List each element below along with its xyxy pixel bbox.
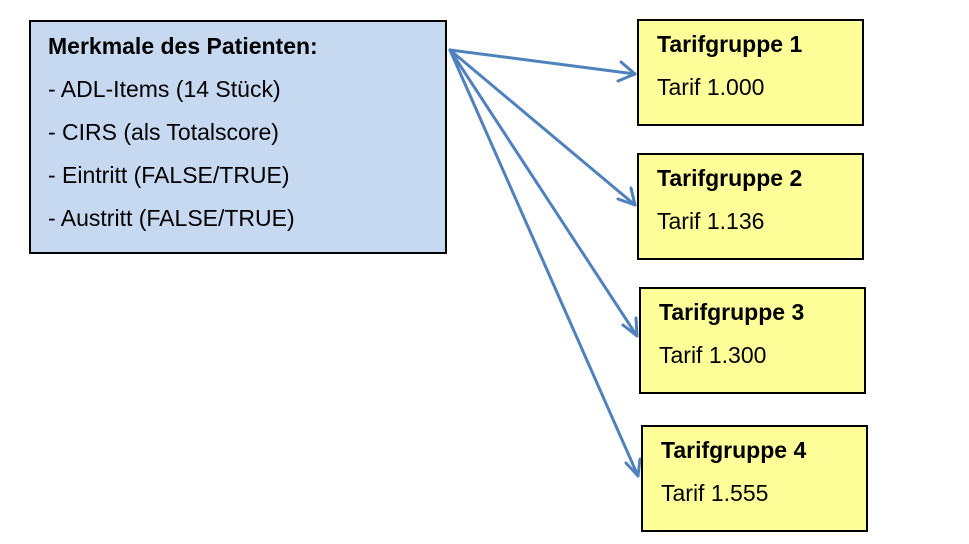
arrow-to-group-3: [448, 48, 639, 338]
arrow-to-group-4: [448, 48, 640, 478]
tarif-group-4-value: Tarif 1.555: [661, 480, 769, 506]
tarif-group-1-box: Tarifgruppe 1 Tarif 1.000: [637, 19, 864, 126]
arrowhead-group-1: [616, 60, 637, 83]
patient-feature-eintritt: - Eintritt (FALSE/TRUE): [48, 162, 290, 188]
tarif-group-3-box: Tarifgruppe 3 Tarif 1.300: [639, 287, 866, 394]
arrow-to-group-2: [448, 48, 637, 207]
patient-feature-adl: - ADL-Items (14 Stück): [48, 76, 281, 102]
tarif-group-3-title: Tarifgruppe 3: [659, 299, 805, 325]
arrowhead-group-2: [616, 186, 637, 207]
arrowhead-group-3: [621, 316, 639, 338]
tarif-group-4-title: Tarifgruppe 4: [661, 437, 807, 463]
patient-feature-austritt: - Austritt (FALSE/TRUE): [48, 205, 295, 231]
tarif-group-2-title: Tarifgruppe 2: [657, 165, 803, 191]
tarif-group-1-title: Tarifgruppe 1: [657, 31, 803, 57]
tarif-group-2-value: Tarif 1.136: [657, 208, 765, 234]
tarif-group-3-value: Tarif 1.300: [659, 342, 767, 368]
tarif-group-1-value: Tarif 1.000: [657, 74, 765, 100]
patient-feature-cirs: - CIRS (als Totalscore): [48, 119, 279, 145]
patient-features-box: Merkmale des Patienten: - ADL-Items (14 …: [29, 20, 447, 254]
arrowhead-group-4: [624, 457, 642, 478]
tarif-group-4-box: Tarifgruppe 4 Tarif 1.555: [641, 425, 868, 532]
tarif-group-2-box: Tarifgruppe 2 Tarif 1.136: [637, 153, 864, 260]
arrow-to-group-1: [448, 48, 637, 76]
patient-features-title: Merkmale des Patienten:: [48, 33, 318, 59]
